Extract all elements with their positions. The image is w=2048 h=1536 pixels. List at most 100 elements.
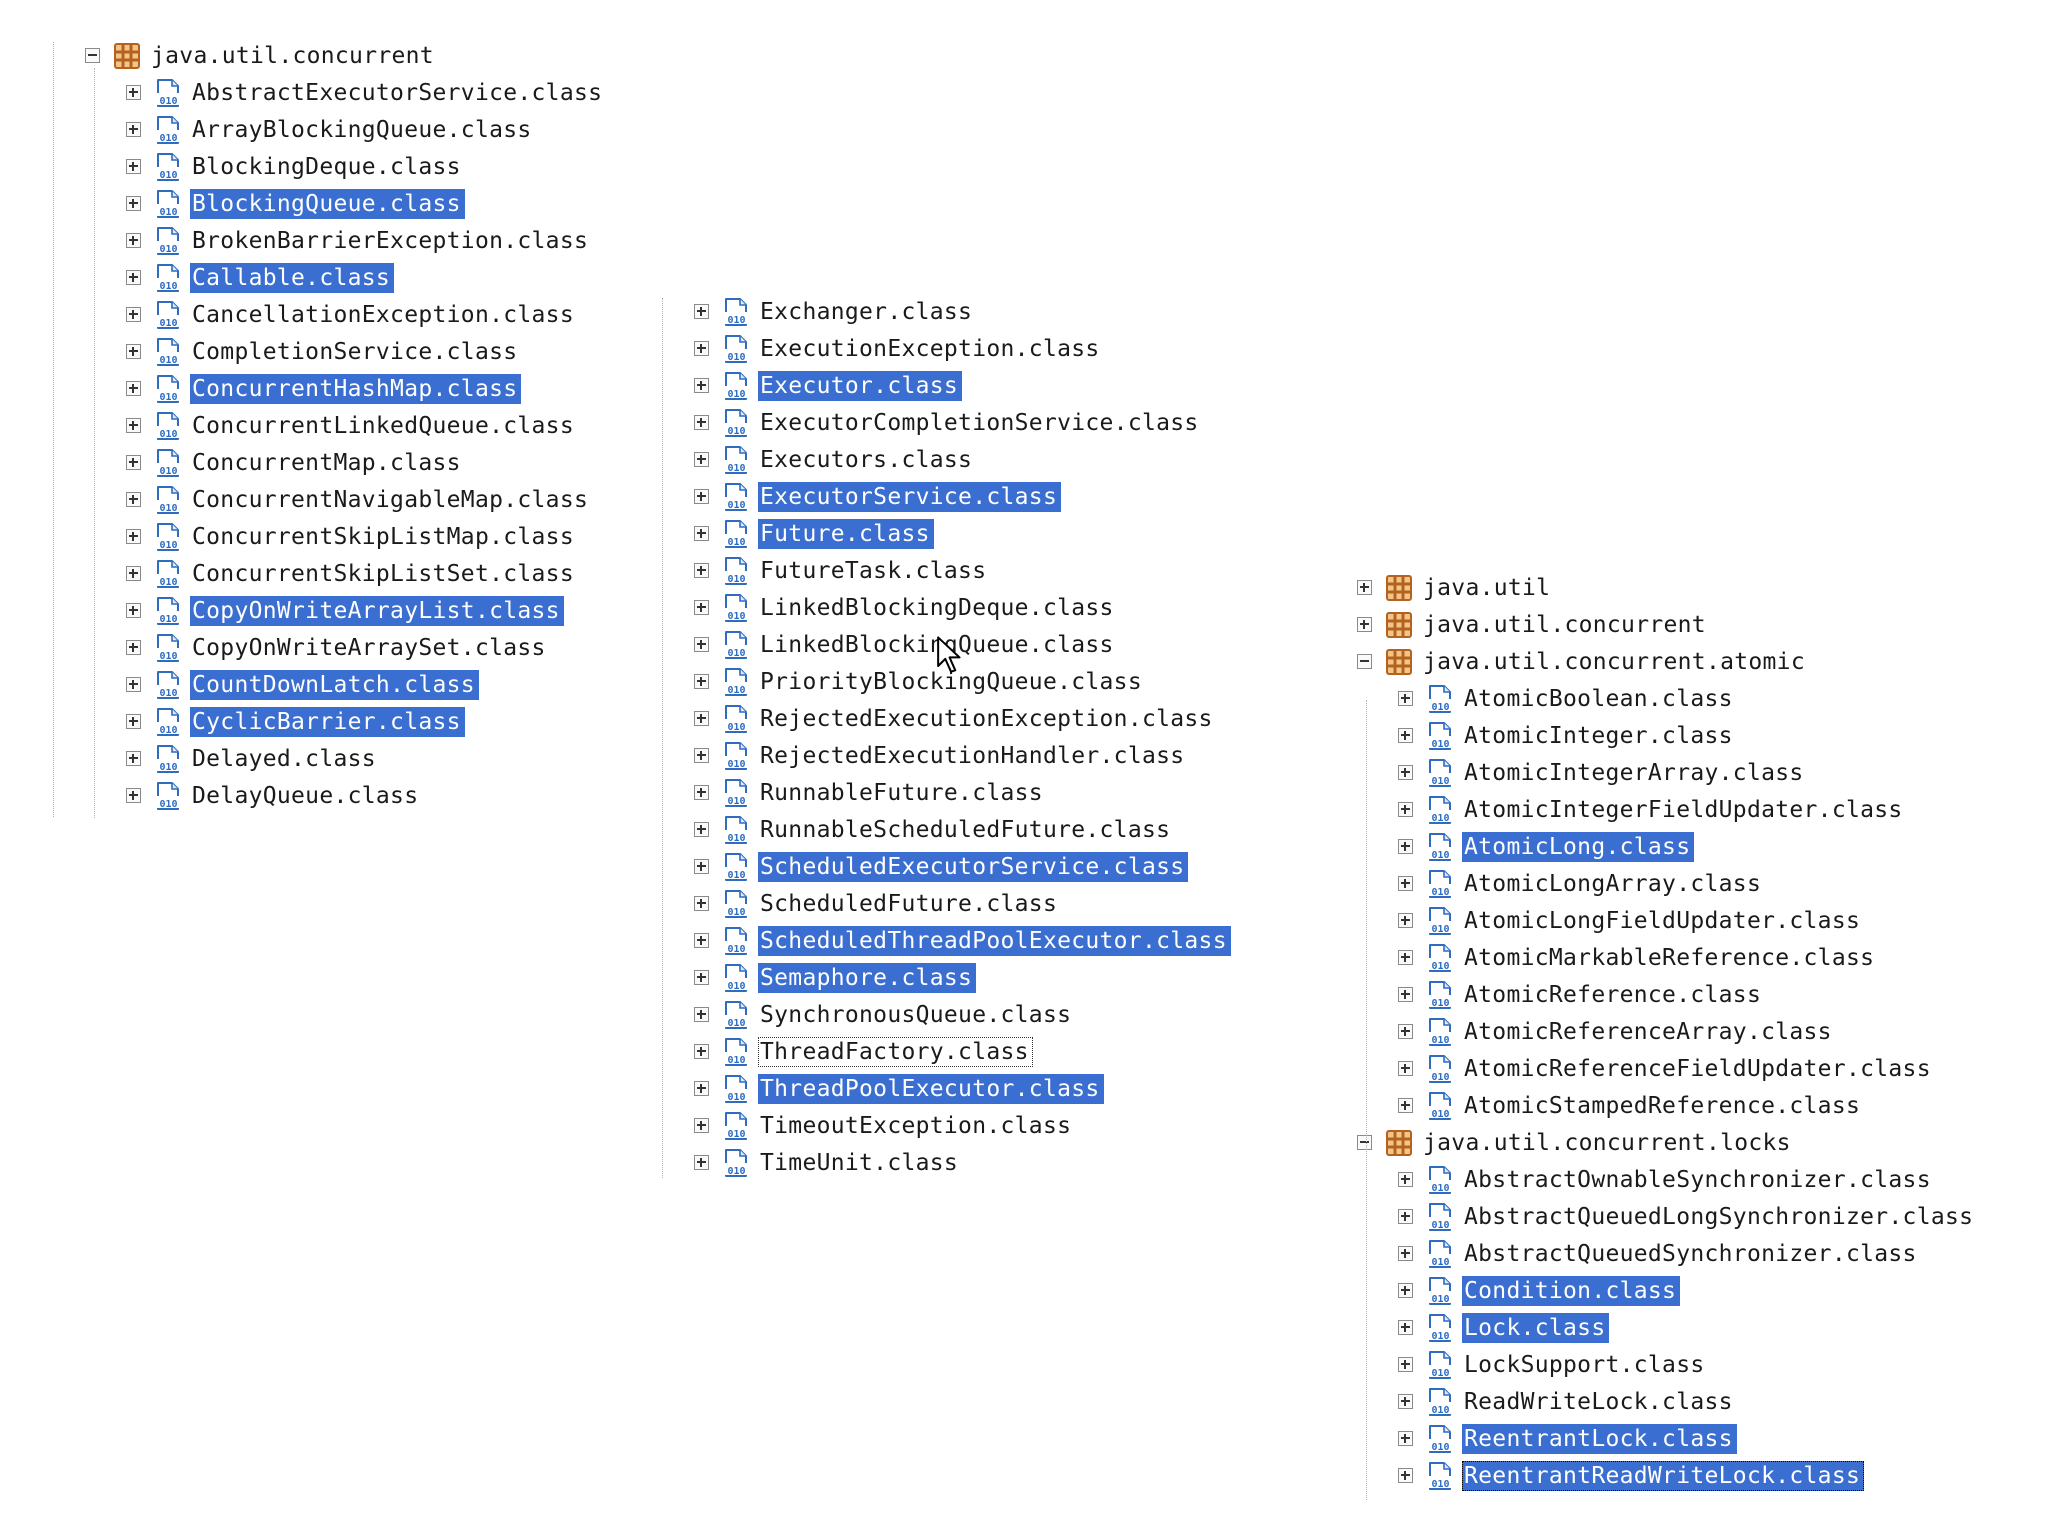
class-label[interactable]: SynchronousQueue.class (760, 1002, 1072, 1028)
tree-expand-icon[interactable] (1398, 1024, 1413, 1039)
class-label[interactable]: ArrayBlockingQueue.class (192, 117, 532, 143)
class-label[interactable]: CyclicBarrier.class (190, 707, 465, 737)
tree-expand-icon[interactable] (694, 563, 709, 578)
tree-expand-icon[interactable] (1398, 839, 1413, 854)
tree-expand-icon[interactable] (126, 159, 141, 174)
class-label[interactable]: AtomicMarkableReference.class (1464, 945, 1875, 971)
tree-expand-icon[interactable] (1398, 1283, 1413, 1298)
class-label[interactable]: AbstractExecutorService.class (192, 80, 603, 106)
tree-expand-icon[interactable] (694, 896, 709, 911)
class-label[interactable]: ConcurrentMap.class (192, 450, 461, 476)
tree-expand-icon[interactable] (694, 1007, 709, 1022)
tree-expand-icon[interactable] (126, 677, 141, 692)
class-label[interactable]: Executors.class (760, 447, 973, 473)
class-label[interactable]: ConcurrentLinkedQueue.class (192, 413, 574, 439)
tree-expand-icon[interactable] (126, 418, 141, 433)
tree-expand-icon[interactable] (126, 640, 141, 655)
class-label[interactable]: Delayed.class (192, 746, 376, 772)
tree-expand-icon[interactable] (1398, 1246, 1413, 1261)
class-label[interactable]: PriorityBlockingQueue.class (760, 669, 1142, 695)
class-label[interactable]: AtomicLongArray.class (1464, 871, 1762, 897)
tree-expand-icon[interactable] (694, 341, 709, 356)
class-label[interactable]: RunnableScheduledFuture.class (760, 817, 1171, 843)
tree-expand-icon[interactable] (1398, 1320, 1413, 1335)
class-label[interactable]: AtomicReference.class (1464, 982, 1762, 1008)
tree-expand-icon[interactable] (694, 748, 709, 763)
class-label[interactable]: ConcurrentSkipListSet.class (192, 561, 574, 587)
package-label[interactable]: java.util.concurrent.locks (1423, 1130, 1791, 1156)
tree-expand-icon[interactable] (1398, 691, 1413, 706)
tree-expand-icon[interactable] (1398, 802, 1413, 817)
tree-expand-icon[interactable] (1398, 1468, 1413, 1483)
tree-expand-icon[interactable] (694, 711, 709, 726)
class-label[interactable]: BrokenBarrierException.class (192, 228, 589, 254)
tree-expand-icon[interactable] (1398, 1061, 1413, 1076)
class-label[interactable]: DelayQueue.class (192, 783, 419, 809)
class-label[interactable]: BlockingDeque.class (192, 154, 461, 180)
tree-expand-icon[interactable] (694, 489, 709, 504)
class-label[interactable]: AbstractOwnableSynchronizer.class (1464, 1167, 1931, 1193)
tree-expand-icon[interactable] (126, 603, 141, 618)
class-label[interactable]: AtomicReferenceArray.class (1464, 1019, 1832, 1045)
class-label[interactable]: LockSupport.class (1464, 1352, 1705, 1378)
package-label[interactable]: java.util (1423, 575, 1551, 601)
class-label[interactable]: Lock.class (1462, 1313, 1610, 1343)
tree-collapse-icon[interactable] (1357, 1135, 1372, 1150)
package-label[interactable]: java.util.concurrent.atomic (1423, 649, 1805, 675)
tree-expand-icon[interactable] (126, 85, 141, 100)
tree-expand-icon[interactable] (126, 381, 141, 396)
class-label[interactable]: RunnableFuture.class (760, 780, 1043, 806)
tree-expand-icon[interactable] (694, 1118, 709, 1133)
tree-expand-icon[interactable] (694, 378, 709, 393)
class-label[interactable]: AtomicStampedReference.class (1464, 1093, 1861, 1119)
tree-expand-icon[interactable] (1398, 987, 1413, 1002)
class-label[interactable]: ReadWriteLock.class (1464, 1389, 1733, 1415)
tree-expand-icon[interactable] (126, 751, 141, 766)
tree-expand-icon[interactable] (1398, 1431, 1413, 1446)
tree-expand-icon[interactable] (126, 270, 141, 285)
class-label[interactable]: ScheduledThreadPoolExecutor.class (758, 926, 1231, 956)
tree-expand-icon[interactable] (126, 714, 141, 729)
tree-expand-icon[interactable] (1398, 876, 1413, 891)
class-label[interactable]: AtomicReferenceFieldUpdater.class (1464, 1056, 1931, 1082)
package-label[interactable]: java.util.concurrent (1423, 612, 1706, 638)
tree-expand-icon[interactable] (694, 452, 709, 467)
class-label[interactable]: LinkedBlockingQueue.class (760, 632, 1114, 658)
class-label[interactable]: AbstractQueuedLongSynchronizer.class (1464, 1204, 1974, 1230)
class-label[interactable]: ScheduledExecutorService.class (758, 852, 1189, 882)
class-label[interactable]: ExecutionException.class (760, 336, 1100, 362)
tree-expand-icon[interactable] (694, 415, 709, 430)
tree-expand-icon[interactable] (1398, 950, 1413, 965)
tree-expand-icon[interactable] (694, 637, 709, 652)
class-label[interactable]: AtomicInteger.class (1464, 723, 1733, 749)
class-label[interactable]: LinkedBlockingDeque.class (760, 595, 1114, 621)
tree-expand-icon[interactable] (694, 859, 709, 874)
class-label[interactable]: ConcurrentHashMap.class (190, 374, 522, 404)
tree-collapse-icon[interactable] (85, 48, 100, 63)
class-label[interactable]: RejectedExecutionHandler.class (760, 743, 1185, 769)
tree-expand-icon[interactable] (1398, 1357, 1413, 1372)
class-label[interactable]: TimeoutException.class (760, 1113, 1072, 1139)
tree-collapse-icon[interactable] (1357, 654, 1372, 669)
class-label[interactable]: BlockingQueue.class (190, 189, 465, 219)
class-label[interactable]: CopyOnWriteArraySet.class (192, 635, 546, 661)
tree-expand-icon[interactable] (694, 933, 709, 948)
tree-expand-icon[interactable] (694, 785, 709, 800)
tree-expand-icon[interactable] (694, 526, 709, 541)
class-label[interactable]: AtomicBoolean.class (1464, 686, 1733, 712)
tree-expand-icon[interactable] (1398, 1098, 1413, 1113)
tree-expand-icon[interactable] (1398, 1394, 1413, 1409)
class-label[interactable]: Future.class (758, 519, 934, 549)
class-label[interactable]: Callable.class (190, 263, 395, 293)
class-label[interactable]: FutureTask.class (760, 558, 987, 584)
tree-expand-icon[interactable] (126, 196, 141, 211)
class-label[interactable]: ReentrantReadWriteLock.class (1462, 1461, 1865, 1491)
class-label[interactable]: ReentrantLock.class (1462, 1424, 1737, 1454)
tree-expand-icon[interactable] (126, 529, 141, 544)
class-label[interactable]: CompletionService.class (192, 339, 518, 365)
class-label[interactable]: CountDownLatch.class (190, 670, 479, 700)
class-label[interactable]: AtomicLong.class (1462, 832, 1695, 862)
class-label[interactable]: ConcurrentSkipListMap.class (192, 524, 574, 550)
class-label[interactable]: Executor.class (758, 371, 963, 401)
class-label[interactable]: AbstractQueuedSynchronizer.class (1464, 1241, 1917, 1267)
